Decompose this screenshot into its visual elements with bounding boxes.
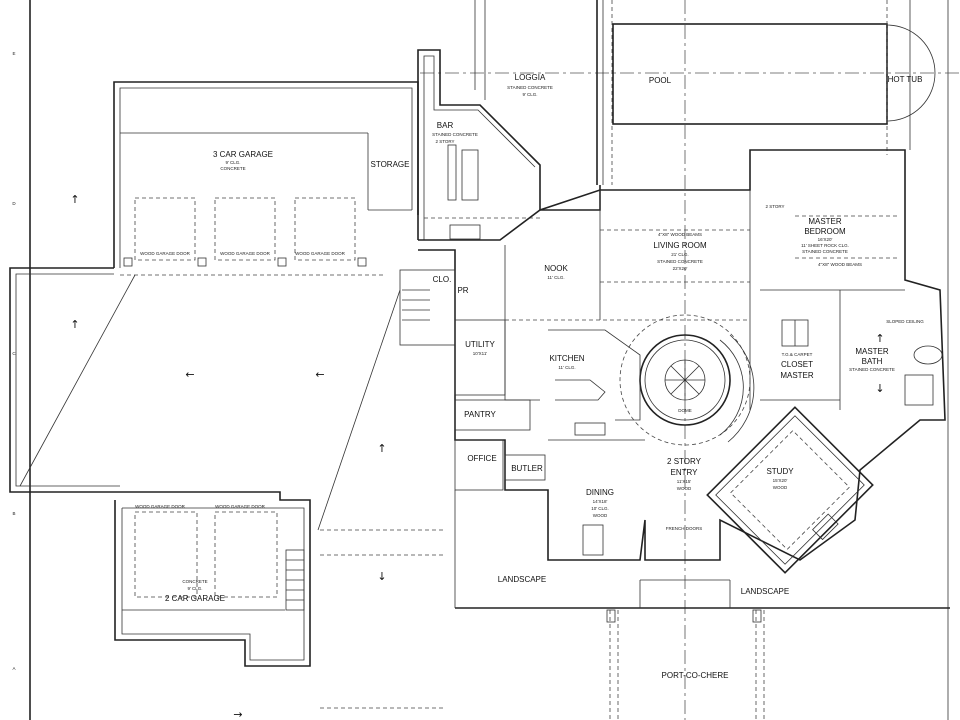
room-label: BATH: [862, 357, 883, 366]
room-label: 14'X18': [593, 499, 608, 504]
slope-arrow-icon: ↑: [70, 193, 79, 206]
room-label: POOL: [649, 76, 672, 85]
two-car-garage: WOOD GARAGE DOOR WOOD GARAGE DOOR CONCRE…: [114, 491, 311, 667]
room-label: CONCRETE: [182, 579, 207, 584]
door-label: WOOD GARAGE DOOR: [295, 251, 346, 256]
grid-mark: C: [12, 351, 16, 356]
slope-arrow-icon: ↑: [70, 318, 79, 331]
room-label: CONCRETE: [220, 166, 245, 171]
room-label: 3 CAR GARAGE: [213, 150, 273, 159]
grid-mark: D: [12, 201, 16, 206]
room-label: 11'X15': [677, 479, 692, 484]
room-label: WOOD: [677, 486, 692, 491]
three-car-garage: 3 CAR GARAGE 9' CLG. CONCRETE STORAGE WO…: [113, 81, 419, 276]
room-label: WOOD: [773, 485, 788, 490]
room-label: PORT-CO-CHERE: [662, 671, 729, 680]
room-label: STAINED CONCRETE: [849, 367, 895, 372]
room-label: 9' CLG.: [187, 586, 202, 591]
grid-mark: A: [12, 666, 15, 671]
grid-marks: E D C B A: [12, 51, 16, 671]
garage-stairs: [285, 549, 305, 611]
room-label: MASTER: [780, 371, 814, 380]
room-label: STAINED CONCRETE: [432, 132, 478, 137]
room-label: MASTER: [855, 347, 889, 356]
room-label: MASTER: [808, 217, 842, 226]
slope-arrow-icon: ↓: [377, 570, 386, 583]
room-label: 11' CLG.: [547, 275, 564, 280]
bar-room: BAR STAINED CONCRETE 2 STORY: [417, 49, 601, 240]
room-label: STAINED CONCRETE: [657, 259, 703, 264]
room-label: 2 STORY: [765, 204, 784, 209]
room-label: LIVING ROOM: [653, 241, 707, 250]
room-label: 2 CAR GARAGE: [165, 594, 225, 603]
room-label: CLOSET: [781, 360, 813, 369]
kitchen-cabinets: [548, 329, 645, 441]
room-label: 15'X20': [773, 478, 788, 483]
grid-mark: E: [12, 51, 15, 56]
room-label: LANDSCAPE: [741, 587, 789, 596]
motor-court: ↑ ↑ ← ← ↑ ↓ →: [9, 193, 445, 720]
room-label: LANDSCAPE: [498, 575, 546, 584]
room-label: HOT TUB: [888, 75, 923, 84]
room-label: ENTRY: [671, 468, 699, 477]
room-label: PANTRY: [464, 410, 496, 419]
slope-arrow-icon: ↑: [377, 442, 386, 455]
room-label: 2 STORY: [667, 457, 702, 466]
grid-mark: B: [12, 511, 15, 516]
room-label: 4"X8" WOOD BEAMS: [818, 262, 862, 267]
room-label: KITCHEN: [549, 354, 584, 363]
room-label: OFFICE: [467, 454, 496, 463]
room-label: BEDROOM: [804, 227, 846, 236]
study-room: [706, 406, 874, 574]
room-label: 21' CLG.: [671, 252, 689, 257]
room-label: BAR: [437, 121, 454, 130]
room-label: CLO.: [433, 275, 452, 284]
room-label: NOOK: [544, 264, 568, 273]
room-label: STAINED CONCRETE: [802, 249, 848, 254]
room-label: DINING: [586, 488, 614, 497]
room-label: 4"X8" WOOD BEAMS: [658, 232, 702, 237]
room-label: BUTLER: [511, 464, 543, 473]
room-label: 11' SHEET ROCK CLG.: [801, 243, 849, 248]
room-label: 9' CLG.: [225, 160, 240, 165]
slope-arrow-icon: ↓: [875, 382, 884, 395]
slope-arrow-icon: ←: [315, 368, 324, 381]
door-label: FRENCH DOORS: [666, 526, 703, 531]
room-label: SLOPED CEILING: [886, 319, 924, 324]
loggia-pool: LOGGIA STAINED CONCRETE 9' CLG. POOL HOT…: [474, 0, 936, 185]
door-label: WOOD GARAGE DOOR: [215, 504, 266, 509]
room-label: 10'X11': [473, 351, 488, 356]
slope-arrow-icon: →: [233, 708, 242, 720]
room-label: 16'X20': [818, 237, 833, 242]
room-label: LOGGIA: [515, 73, 546, 82]
slope-arrow-icon: ↑: [875, 332, 884, 345]
room-label: 10' CLG.: [591, 506, 609, 511]
service-rooms: [399, 269, 950, 720]
room-label: DOME: [678, 408, 692, 413]
door-label: WOOD GARAGE DOOR: [135, 504, 186, 509]
room-label: STORAGE: [371, 160, 410, 169]
room-label: WOOD: [593, 513, 608, 518]
slope-arrow-icon: ←: [185, 368, 194, 381]
room-label: STAINED CONCRETE: [507, 85, 553, 90]
room-label: 11' CLG.: [558, 365, 575, 370]
door-label: WOOD GARAGE DOOR: [220, 251, 271, 256]
room-label: 22'X20': [673, 266, 688, 271]
room-label: T.G.& CARPET: [782, 352, 813, 357]
door-label: WOOD GARAGE DOOR: [140, 251, 191, 256]
room-labels: NOOK 11' CLG. 4"X8" WOOD BEAMS LIVING RO…: [433, 204, 925, 680]
room-label: 2 STORY: [435, 139, 454, 144]
room-label: 9' CLG.: [522, 92, 537, 97]
room-label: STUDY: [766, 467, 794, 476]
room-label: PR: [457, 286, 468, 295]
house-walls: [418, 149, 946, 561]
room-label: UTILITY: [465, 340, 495, 349]
